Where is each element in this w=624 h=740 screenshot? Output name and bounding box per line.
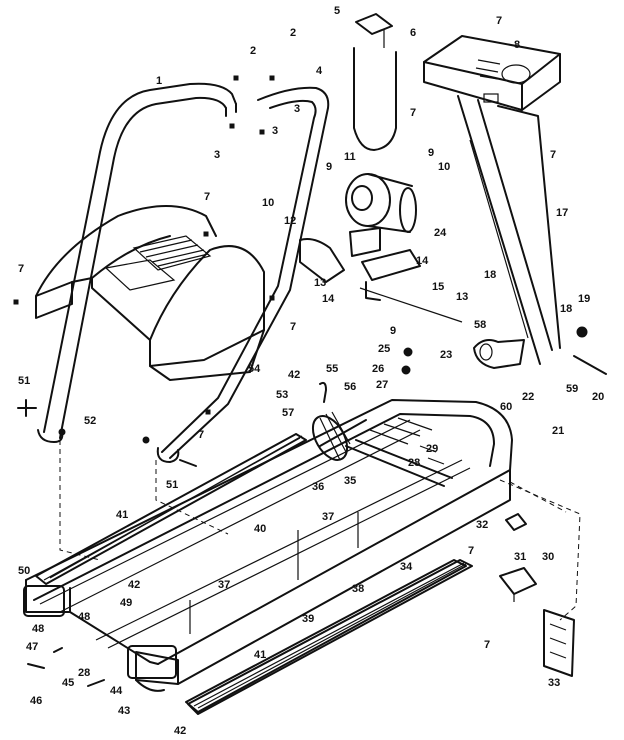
- callout-26: 26: [372, 363, 384, 375]
- callout-54: 54: [248, 363, 261, 375]
- callout-27: 27: [376, 379, 388, 391]
- callout-42: 42: [174, 725, 186, 737]
- callout-33: 33: [548, 677, 560, 689]
- callout-41: 41: [254, 649, 266, 661]
- callout-39: 39: [302, 613, 314, 625]
- callout-3: 3: [214, 149, 220, 161]
- callout-21: 21: [552, 425, 564, 437]
- callout-7: 7: [204, 191, 210, 203]
- callout-47: 47: [26, 641, 38, 653]
- callout-50: 50: [18, 565, 30, 577]
- callout-1: 1: [156, 75, 162, 87]
- callout-32: 32: [476, 519, 488, 531]
- assembly-dashes: [59, 440, 581, 621]
- callout-9: 9: [390, 325, 396, 337]
- callout-60: 60: [500, 401, 512, 413]
- callout-30: 30: [542, 551, 554, 563]
- callout-40: 40: [254, 523, 266, 535]
- callout-19: 19: [578, 293, 590, 305]
- callout-2: 2: [250, 45, 256, 57]
- callout-17: 17: [556, 207, 568, 219]
- callout-7: 7: [18, 263, 24, 275]
- callout-10: 10: [438, 161, 450, 173]
- front-pulley: [311, 411, 367, 461]
- callout-31: 31: [514, 551, 526, 563]
- callout-7: 7: [410, 107, 416, 119]
- callout-9: 9: [326, 161, 332, 173]
- callout-58: 58: [474, 319, 486, 331]
- callout-51: 51: [166, 479, 178, 491]
- callout-7: 7: [198, 429, 204, 441]
- callout-48: 48: [78, 611, 90, 623]
- callout-24: 24: [434, 227, 447, 239]
- callout-44: 44: [110, 685, 123, 697]
- callout-9: 9: [428, 147, 434, 159]
- callout-labels: 1223334567777777778999101011121313141415…: [18, 5, 604, 737]
- callout-18: 18: [560, 303, 572, 315]
- callout-41: 41: [116, 509, 128, 521]
- callout-38: 38: [352, 583, 364, 595]
- callout-7: 7: [550, 149, 556, 161]
- rear-end-caps: [23, 585, 177, 679]
- mounting-brackets: [499, 513, 575, 677]
- callout-43: 43: [118, 705, 130, 717]
- callout-59: 59: [566, 383, 578, 395]
- callout-36: 36: [312, 481, 324, 493]
- callout-11: 11: [344, 151, 356, 163]
- callout-28: 28: [78, 667, 90, 679]
- callout-52: 52: [84, 415, 96, 427]
- callout-29: 29: [426, 443, 438, 455]
- motor-cover: [353, 13, 397, 151]
- callout-6: 6: [410, 27, 416, 39]
- hardware: [13, 75, 607, 687]
- callout-37: 37: [218, 579, 230, 591]
- callout-46: 46: [30, 695, 42, 707]
- callout-13: 13: [456, 291, 468, 303]
- handrail-frame: [37, 82, 330, 463]
- callout-23: 23: [440, 349, 452, 361]
- callout-55: 55: [326, 363, 338, 375]
- callout-28: 28: [408, 457, 420, 469]
- callout-14: 14: [322, 293, 335, 305]
- treadmill-frame: [25, 399, 513, 692]
- callout-7: 7: [484, 639, 490, 651]
- callout-18: 18: [484, 269, 496, 281]
- callout-20: 20: [592, 391, 604, 403]
- side-rail-right: [187, 559, 473, 715]
- callout-49: 49: [120, 597, 132, 609]
- callout-25: 25: [378, 343, 390, 355]
- callout-22: 22: [522, 391, 534, 403]
- callout-8: 8: [514, 39, 520, 51]
- callout-7: 7: [290, 321, 296, 333]
- callout-56: 56: [344, 381, 356, 393]
- callout-7: 7: [496, 15, 502, 27]
- callout-7: 7: [468, 545, 474, 557]
- console-pan: [423, 35, 561, 111]
- motor-hood: [35, 205, 265, 381]
- callout-35: 35: [344, 475, 356, 487]
- callout-12: 12: [284, 215, 296, 227]
- callout-51: 51: [18, 375, 30, 387]
- callout-42: 42: [288, 369, 300, 381]
- motor-assembly: [299, 173, 525, 369]
- callout-57: 57: [282, 407, 294, 419]
- callout-53: 53: [276, 389, 288, 401]
- callout-15: 15: [432, 281, 444, 293]
- callout-34: 34: [400, 561, 413, 573]
- callout-13: 13: [314, 277, 326, 289]
- callout-3: 3: [294, 103, 300, 115]
- callout-45: 45: [62, 677, 74, 689]
- callout-4: 4: [316, 65, 323, 77]
- callout-10: 10: [262, 197, 274, 209]
- callout-2: 2: [290, 27, 296, 39]
- callout-3: 3: [272, 125, 278, 137]
- callout-48: 48: [32, 623, 44, 635]
- callout-14: 14: [416, 255, 429, 267]
- callout-42: 42: [128, 579, 140, 591]
- callout-5: 5: [334, 5, 340, 17]
- upright-post: [457, 95, 561, 365]
- callout-37: 37: [322, 511, 334, 523]
- bottom-plate: [185, 559, 467, 713]
